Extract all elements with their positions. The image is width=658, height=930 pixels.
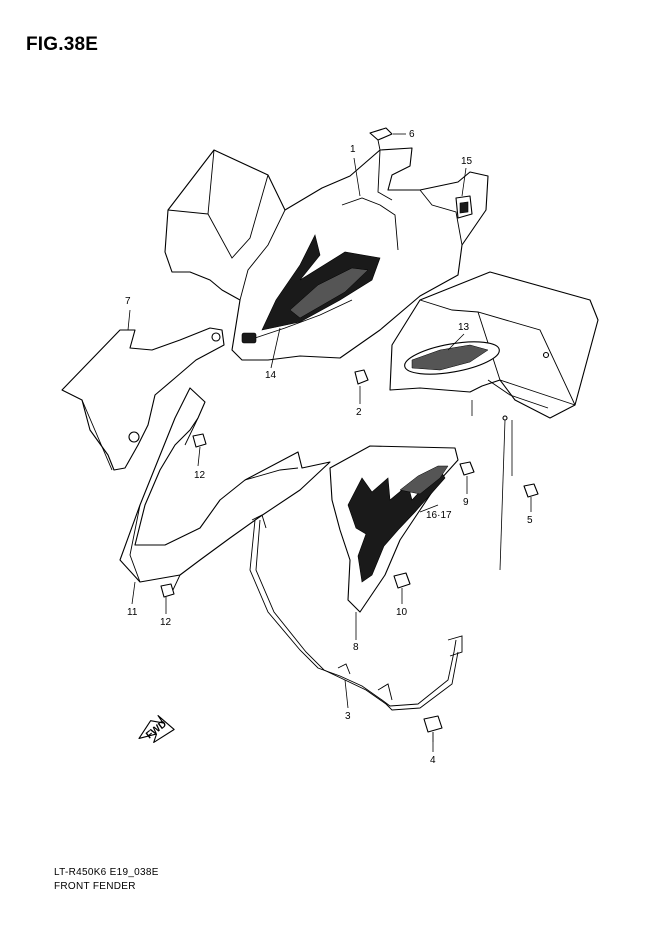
bolt-2: [354, 369, 369, 385]
callout-2: 2: [356, 407, 362, 418]
front-fender-main: [164, 147, 489, 361]
callout-8: 8: [353, 642, 359, 653]
callout-7: 7: [125, 296, 131, 307]
callout-15: 15: [461, 156, 473, 167]
figure-title: FIG.38E: [26, 34, 99, 55]
callout-3: 3: [345, 711, 351, 722]
callout-11: 11: [127, 607, 138, 618]
bolt-10: [393, 572, 411, 589]
leader-lines: [127, 133, 532, 752]
inner-front-guard: [119, 387, 331, 593]
fwd-arrow-icon: FWD: [138, 715, 175, 743]
bolt-9: [459, 461, 475, 476]
callout-12-lower: 12: [160, 617, 172, 628]
side-cover-graphic: [329, 445, 459, 613]
bolt-5: [523, 483, 539, 498]
callout-13: 13: [458, 322, 470, 333]
callout-14: 14: [265, 370, 277, 381]
callout-12-upper: 12: [194, 470, 206, 481]
callout-9: 9: [463, 497, 469, 508]
callout-16-17: 16·17: [426, 510, 452, 521]
clip-fastener-6: [369, 127, 393, 151]
fender-bracket: [249, 514, 463, 711]
callout-10: 10: [396, 607, 408, 618]
callout-6: 6: [409, 129, 415, 140]
bolt-4: [423, 715, 443, 742]
bolt-12-lower: [160, 583, 175, 598]
diagram-name: FRONT FENDER: [54, 881, 136, 892]
bolt-12-upper: [192, 433, 207, 448]
diagram-code: LT-R450K6 E19_038E: [54, 867, 159, 878]
callout-1: 1: [350, 144, 356, 155]
side-panel-left: [61, 327, 225, 471]
callout-5: 5: [527, 515, 533, 526]
front-fender-side-right: [389, 271, 599, 421]
callout-4: 4: [430, 755, 436, 766]
